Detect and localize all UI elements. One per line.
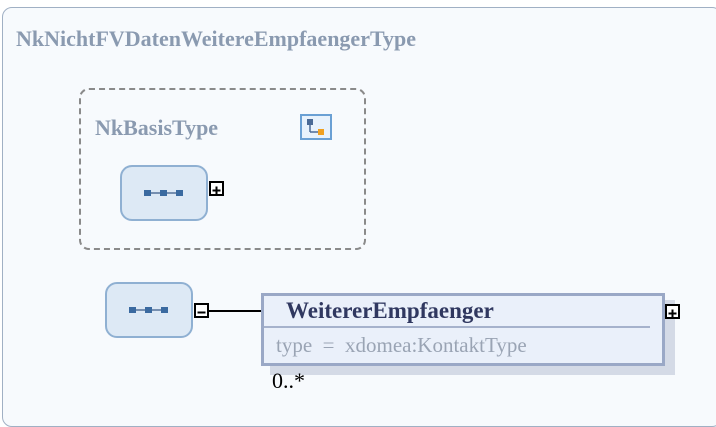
element-divider [264,326,650,328]
base-type-title: NkBasisType [95,115,219,140]
sequence-icon [129,307,168,313]
complex-type-title: NkNichtFVDatenWeitereEmpfaengerType [16,26,417,51]
complex-type-icon [300,114,332,140]
base-sequence-compositor[interactable] [120,165,208,221]
base-type-group [79,88,366,250]
minus-box-icon [197,311,206,314]
element-box[interactable]: WeitererEmpfaenger type = xdomea:Kontakt… [261,293,665,366]
sequence-icon [144,190,183,196]
element-name: WeitererEmpfaenger [286,298,494,323]
collapse-sequence-button[interactable] [194,303,209,318]
connector-line [209,310,261,312]
expand-base-sequence-button[interactable] [209,181,224,196]
plus-box-icon [668,309,677,318]
expand-element-button[interactable] [665,304,680,319]
cardinality-label: 0..* [272,368,305,393]
plus-box-icon [212,186,221,195]
element-type: type = xdomea:KontaktType [276,333,527,357]
sequence-compositor[interactable] [105,282,193,338]
